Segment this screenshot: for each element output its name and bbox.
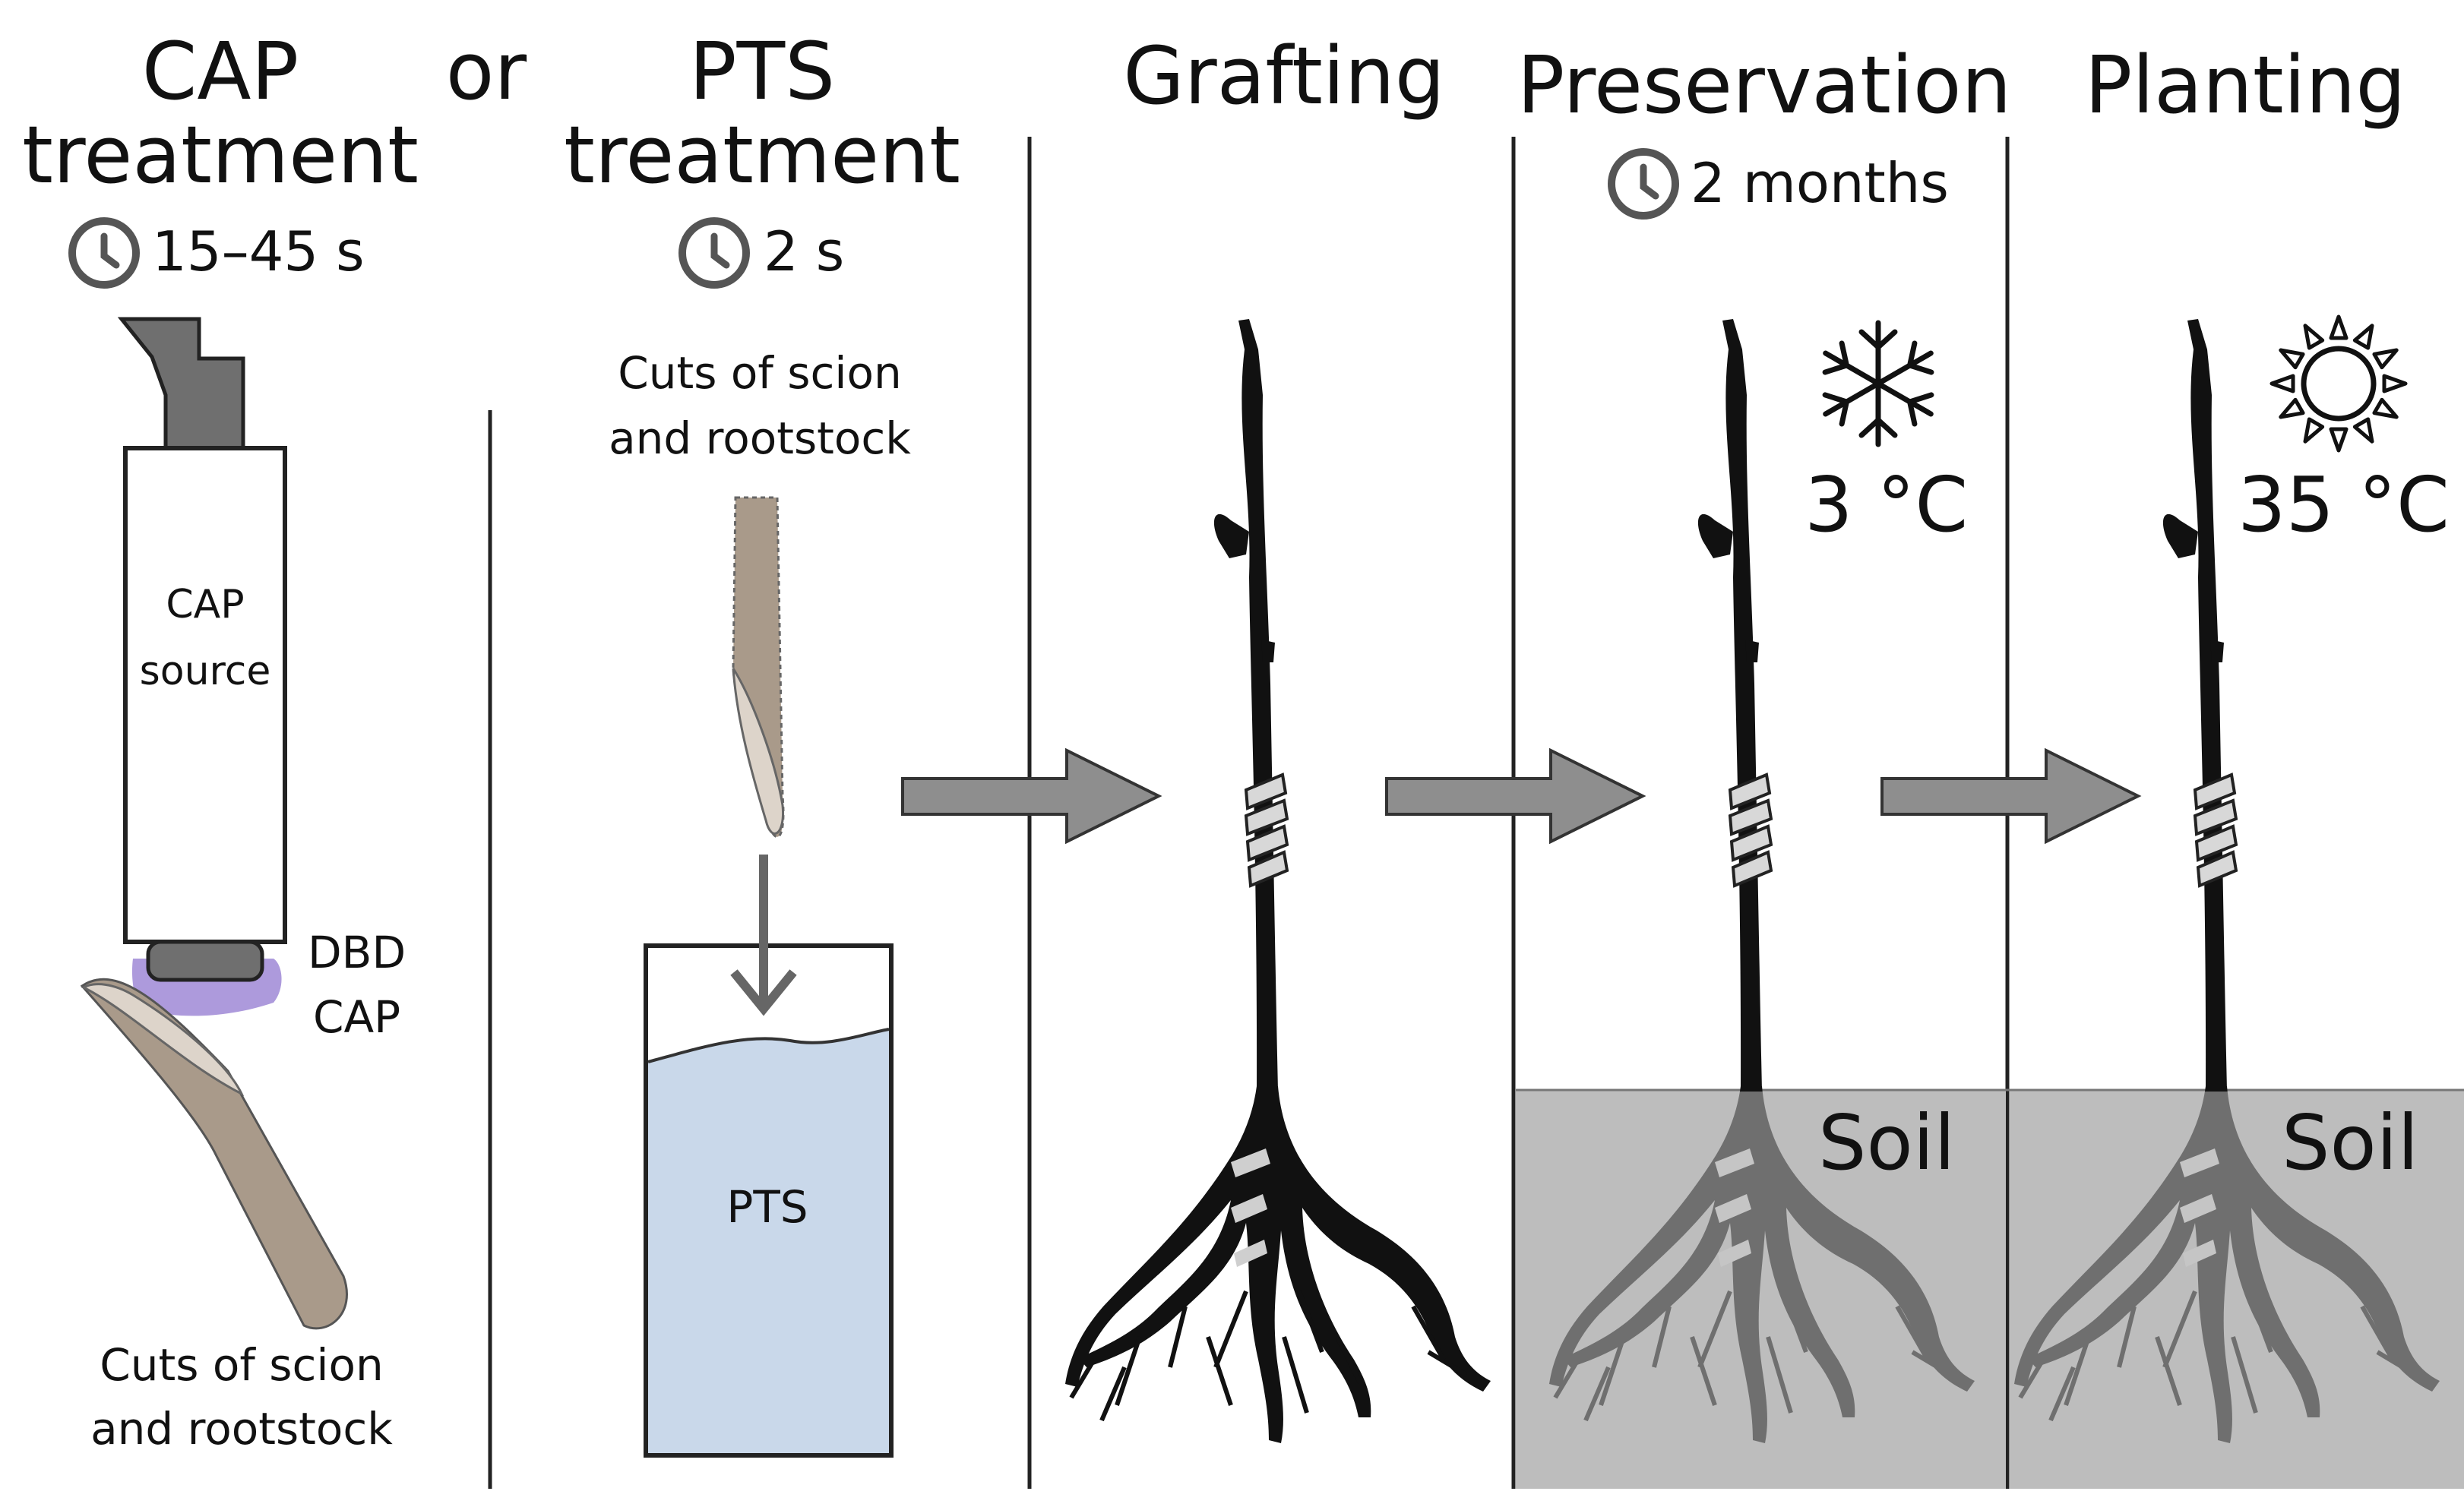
grafted-plant-grafting — [1065, 319, 1491, 1443]
cap-cuts-label-line2: and rootstock — [90, 1403, 393, 1455]
preservation-title: Preservation — [1517, 39, 2012, 131]
snowflake-icon — [1822, 320, 1934, 447]
or-label: or — [445, 25, 527, 118]
clock-icon — [1612, 152, 1675, 216]
planting-temperature: 35 °C — [2238, 460, 2450, 549]
preservation-soil-label: Soil — [1818, 1098, 1956, 1187]
arrow-right-icon — [1880, 747, 2142, 845]
plasma-label-line2: CAP — [313, 991, 401, 1043]
arrow-right-icon — [901, 747, 1162, 845]
pts-solution-label: PTS — [726, 1181, 808, 1233]
cap-cuts-label-line1: Cuts of scion — [100, 1339, 384, 1391]
cap-source-label-line2: source — [139, 649, 271, 694]
pts-title-line2: treatment — [564, 109, 960, 201]
arrow-down-icon — [730, 855, 797, 1016]
cap-title-line1: CAP — [141, 25, 299, 118]
sun-icon — [2247, 292, 2430, 475]
pts-title-line1: PTS — [688, 25, 836, 118]
arrow-right-icon — [1385, 747, 1646, 845]
cap-title-line2: treatment — [22, 109, 419, 201]
pts-cutting — [732, 496, 785, 838]
cap-cutting — [80, 978, 348, 1330]
cap-duration: 15–45 s — [152, 220, 365, 283]
pts-cuts-label-line2: and rootstock — [609, 412, 911, 464]
cap-device — [117, 317, 287, 1016]
planting-soil-label: Soil — [2282, 1098, 2419, 1187]
preservation-duration: 2 months — [1691, 151, 1949, 215]
planting-title: Planting — [2084, 39, 2406, 131]
plasma-label-line1: DBD — [308, 927, 406, 978]
pts-beaker — [644, 943, 894, 1458]
cap-source-label-line1: CAP — [166, 582, 245, 627]
clock-icon — [72, 221, 136, 285]
clock-icon — [682, 221, 746, 285]
pts-duration: 2 s — [764, 220, 845, 283]
pts-cuts-label-line1: Cuts of scion — [618, 347, 902, 399]
grafting-title: Grafting — [1123, 30, 1445, 122]
preservation-temperature: 3 °C — [1805, 460, 1969, 549]
